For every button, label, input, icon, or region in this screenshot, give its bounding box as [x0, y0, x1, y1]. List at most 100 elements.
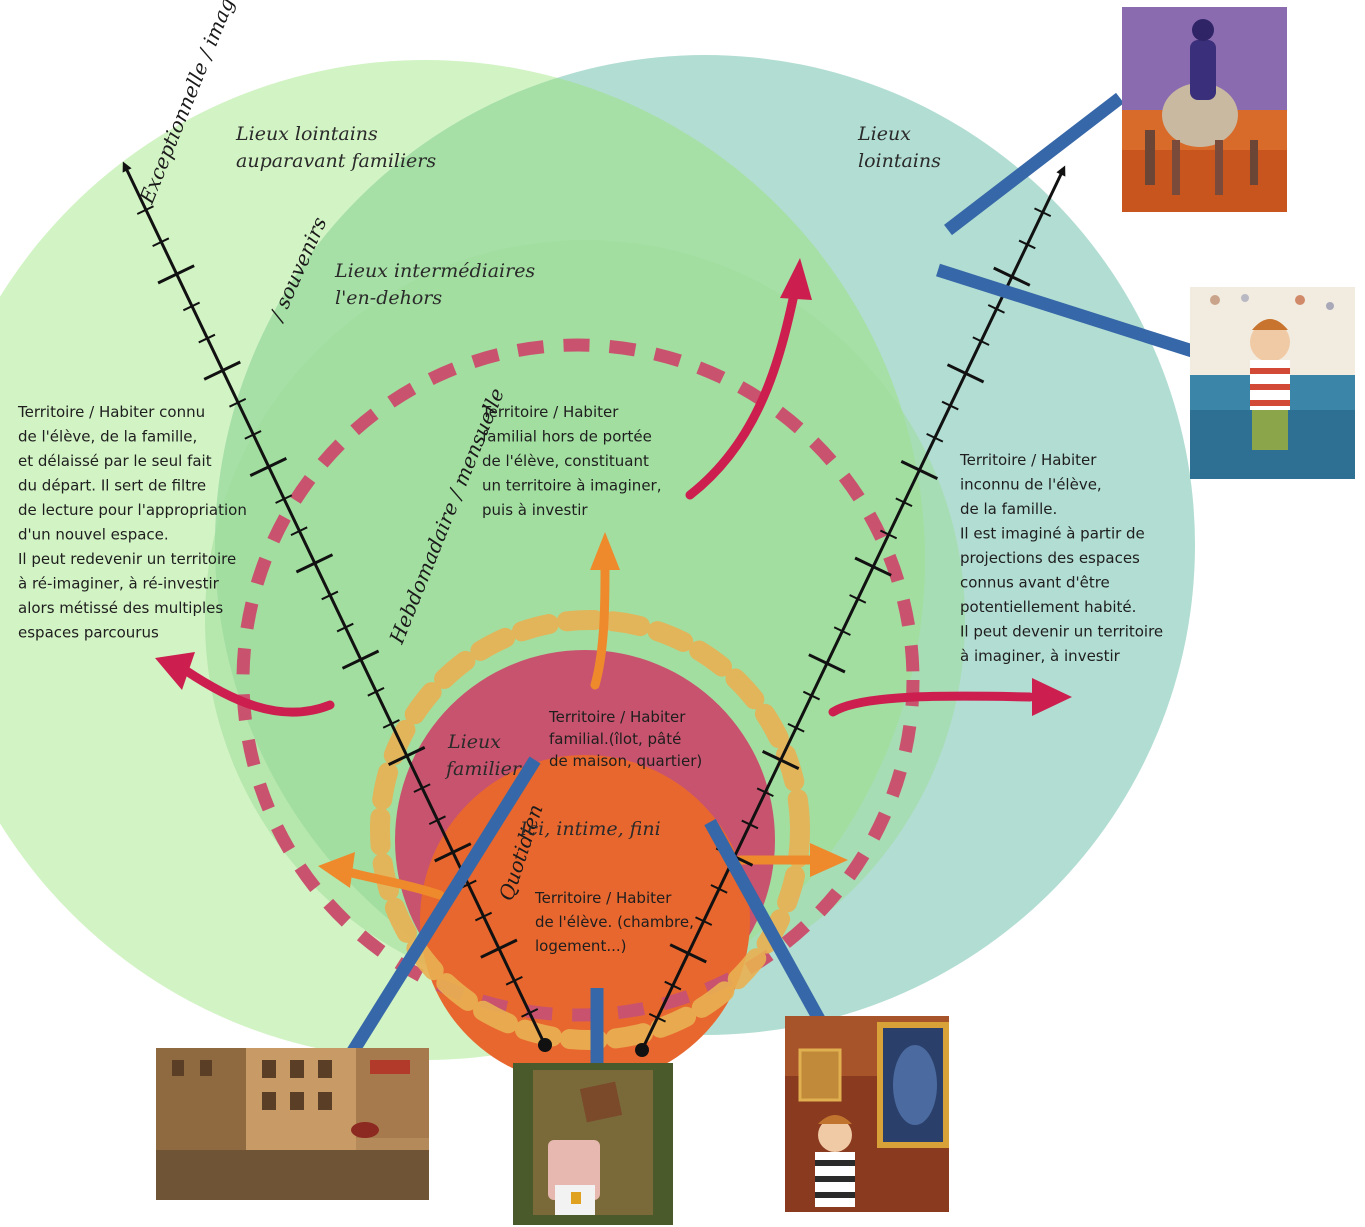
zone-lieux-lointains-familiers: Lieux lointains auparavant familiers — [235, 123, 436, 172]
axis-tick — [428, 815, 446, 826]
axis-tick — [761, 750, 800, 770]
axis-tick — [275, 494, 293, 504]
axis-tick — [987, 304, 1005, 314]
description-line: puis à investir — [482, 501, 588, 519]
axis-tick — [993, 266, 1031, 287]
connector-street — [329, 756, 541, 1084]
axis-tick — [434, 842, 472, 863]
description-line: potentiellement habité. — [960, 598, 1136, 616]
description-line: de maison, quartier) — [549, 752, 702, 770]
axis-tick — [900, 460, 939, 480]
axis-tick — [1034, 207, 1052, 218]
zone-lieux-intermediaires: Lieux intermédiaires l'en-dehors — [334, 260, 541, 309]
description-line: logement...) — [535, 937, 626, 955]
description-line: Territoire / Habiter — [959, 451, 1097, 469]
axis-tick — [249, 457, 288, 477]
description-line: Il peut devenir un territoire — [960, 623, 1163, 641]
description-line: à imaginer, à investir — [960, 647, 1121, 665]
description-line: du départ. Il sert de filtre — [18, 477, 206, 495]
axis-tick — [1018, 239, 1036, 250]
description-line: et délaissé par le seul fait — [18, 452, 212, 470]
axis-tick — [695, 916, 713, 926]
axis-tick — [290, 526, 308, 537]
orange-arrows — [347, 565, 817, 900]
description-line: Territoire / Habiter — [534, 889, 672, 907]
axis-tick — [136, 205, 154, 215]
zone-ici-intime: Ici, intime, fini — [519, 818, 661, 840]
description-line: Territoire / Habiter — [481, 403, 619, 421]
city-street-illustration — [156, 1048, 429, 1200]
axis-tick — [669, 943, 707, 964]
orange-arrowheads — [318, 532, 848, 888]
axis-tick — [854, 556, 892, 577]
red-arrows — [180, 285, 1035, 717]
axis-tick — [413, 783, 431, 793]
description-line: de lecture pour l'appropriation — [18, 501, 247, 519]
axis-tick — [756, 787, 774, 798]
axis-tick — [480, 938, 518, 959]
red-arrow-up — [685, 285, 800, 500]
red-arrowheads — [155, 258, 1072, 716]
axis-tick — [941, 400, 959, 411]
description-line: d'un nouvel espace. — [18, 526, 169, 544]
red-arrowhead-up — [780, 258, 812, 300]
connector-desert — [944, 92, 1124, 236]
left-axis — [122, 161, 552, 1052]
zone-lieux-familiers: Lieux familiers — [444, 731, 531, 780]
axis-tick — [244, 430, 262, 440]
axis-tick — [833, 626, 851, 636]
axis-tick — [664, 980, 682, 991]
orange-arrowhead-left — [318, 852, 355, 888]
axis-tick — [802, 690, 821, 701]
axis-tick — [157, 264, 195, 285]
axis-tick — [946, 363, 985, 384]
axis-tick — [198, 333, 216, 344]
red-arrowhead-right — [1032, 678, 1072, 716]
description-line: Territoire / Habiter connu — [17, 403, 205, 421]
connectors — [329, 92, 1207, 1084]
axis-tick — [382, 719, 400, 729]
description-line: Territoire / Habiter — [548, 708, 686, 726]
axis-tick — [321, 590, 339, 601]
description-line: espaces parcourus — [18, 624, 159, 642]
dashed-ring-orange — [370, 610, 810, 1050]
axis-tick — [926, 432, 944, 443]
description-line: de l'élève, constituant — [482, 452, 649, 470]
right-axis-ticks — [648, 207, 1052, 1023]
axis-tick — [787, 722, 805, 733]
axis-tick — [367, 686, 385, 697]
axis-tick — [879, 529, 898, 540]
description-line: Il peut redevenir un territoire — [18, 550, 236, 568]
axis-tick — [152, 237, 170, 248]
child-museum-illustration — [785, 1016, 949, 1212]
desert-caravan-illustration — [1122, 7, 1287, 212]
description-line: Il est imaginé à partir de — [960, 525, 1145, 543]
axis-tick — [849, 594, 867, 604]
axis-tick — [741, 819, 759, 830]
axis-tick — [182, 301, 201, 312]
axis-tick — [710, 884, 728, 894]
axis-tick — [336, 622, 354, 633]
connector-sea — [936, 263, 1207, 362]
axis-tick — [895, 497, 913, 508]
axis-tick — [203, 360, 241, 381]
description-line: alors métissé des multiples — [18, 599, 223, 617]
orange-arrowhead-right — [810, 843, 848, 877]
red-arrowhead-left — [155, 652, 195, 690]
description-line: un territoire à imaginer, — [482, 477, 661, 495]
red-arrow-right — [828, 691, 1035, 717]
axis-tick — [808, 653, 846, 674]
right-axis — [635, 165, 1066, 1057]
description-eleve: Territoire / Habiter de l'élève. (chambre… — [534, 889, 694, 955]
right-axis-origin — [635, 1043, 649, 1057]
description-line: de l'élève. (chambre, — [535, 913, 694, 931]
description-line: à ré-imaginer, à ré-investir — [18, 575, 220, 593]
description-line: de la famille. — [960, 500, 1057, 518]
orange-arrow-left — [347, 868, 445, 900]
axis-tick — [972, 336, 990, 346]
orange-arrowhead-up — [590, 532, 620, 570]
